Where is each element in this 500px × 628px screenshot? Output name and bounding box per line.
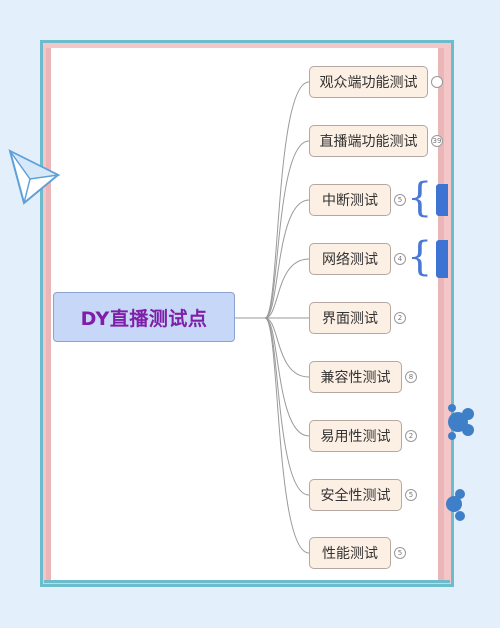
branch-node[interactable]: 观众端功能测试 (309, 66, 428, 98)
connector-line (235, 199, 310, 319)
child-count-badge[interactable]: 5 (394, 547, 406, 559)
branch-node[interactable]: 直播端功能测试 (309, 125, 428, 157)
collapsed-children-bracket: { (407, 234, 433, 280)
child-count-badge[interactable]: 4 (394, 253, 406, 265)
child-count-badge[interactable]: 5 (394, 194, 406, 206)
blue-splash-decoration (448, 404, 474, 440)
root-node[interactable]: DY直播测试点 (53, 292, 235, 342)
child-count-badge[interactable]: 8 (405, 371, 417, 383)
child-count-badge[interactable]: 39 (431, 135, 443, 147)
connector-line (235, 317, 310, 378)
connector-line (235, 317, 310, 554)
branch-node[interactable]: 界面测试 (309, 302, 391, 334)
collapsed-children-box[interactable] (436, 240, 448, 278)
child-count-badge[interactable]: 2 (405, 430, 417, 442)
paper-plane-icon (8, 149, 60, 205)
branch-node[interactable]: 易用性测试 (309, 420, 402, 452)
branch-node[interactable]: 网络测试 (309, 243, 391, 275)
child-count-badge[interactable] (431, 76, 443, 88)
branch-node[interactable]: 安全性测试 (309, 479, 402, 511)
frame-bottom-border (44, 580, 450, 583)
connector-line (235, 258, 310, 319)
connector-line (235, 140, 310, 319)
child-count-badge[interactable]: 2 (394, 312, 406, 324)
branch-node[interactable]: 兼容性测试 (309, 361, 402, 393)
branch-node[interactable]: 中断测试 (309, 184, 391, 216)
child-count-badge[interactable]: 5 (405, 489, 417, 501)
branch-node[interactable]: 性能测试 (309, 537, 391, 569)
blue-splash-decoration (446, 489, 465, 521)
collapsed-children-box[interactable] (436, 184, 448, 216)
connector-line (235, 81, 310, 319)
collapsed-children-bracket: { (407, 175, 433, 221)
